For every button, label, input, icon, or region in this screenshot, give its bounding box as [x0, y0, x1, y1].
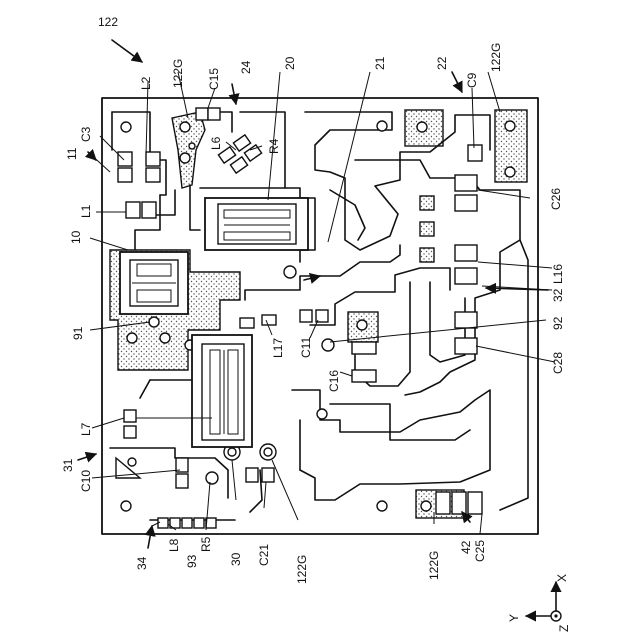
- label-l6: L6: [209, 136, 223, 150]
- axes-indicator: X Y Z: [507, 574, 571, 632]
- label-figure-ref: 122: [98, 15, 118, 29]
- label-91: 91: [71, 326, 85, 340]
- pad-small-1: [420, 196, 434, 210]
- label-122g-tr: 122G: [489, 43, 503, 72]
- label-20: 20: [283, 56, 297, 70]
- label-c3: C3: [79, 126, 93, 142]
- label-c11: C11: [299, 337, 313, 358]
- label-11: 11: [65, 147, 79, 160]
- label-c25: C25: [473, 540, 487, 562]
- label-l1: L1: [79, 204, 93, 218]
- label-21: 21: [373, 56, 387, 70]
- label-c28: C28: [551, 352, 565, 374]
- label-24: 24: [239, 60, 253, 74]
- label-l17: L17: [271, 338, 285, 358]
- label-c26: C26: [549, 188, 563, 210]
- label-30: 30: [229, 552, 243, 566]
- label-y-axis: Y: [507, 614, 521, 622]
- label-32: 32: [551, 288, 565, 302]
- pad-small-2: [420, 222, 434, 236]
- label-c9: C9: [465, 72, 479, 88]
- label-x-axis: X: [555, 574, 569, 582]
- ic-chip-20: [205, 198, 308, 250]
- label-22: 22: [435, 56, 449, 70]
- label-c21: C21: [257, 544, 271, 566]
- label-l2: L2: [139, 76, 153, 90]
- ic-chip-10: [120, 252, 188, 314]
- label-34: 34: [135, 556, 149, 570]
- label-122g-top: 122G: [171, 59, 185, 88]
- label-l16: L16: [551, 264, 565, 284]
- label-c15: C15: [207, 68, 221, 90]
- label-z-axis: Z: [557, 625, 571, 632]
- z-axis-dot: [554, 614, 557, 617]
- label-l7: L7: [79, 422, 93, 436]
- label-r5: R5: [199, 536, 213, 552]
- label-l8: L8: [167, 538, 181, 552]
- label-10: 10: [69, 230, 83, 244]
- label-42: 42: [459, 540, 473, 554]
- label-93: 93: [185, 554, 199, 568]
- label-r4: R4: [267, 138, 281, 154]
- label-31: 31: [61, 458, 75, 472]
- label-122g-br: 122G: [427, 551, 441, 580]
- label-92: 92: [551, 316, 565, 330]
- label-c16: C16: [327, 370, 341, 392]
- pad-small-3: [420, 248, 434, 262]
- label-122g-bottom: 122G: [295, 555, 309, 584]
- label-c10: C10: [79, 470, 93, 492]
- ic-chip-30: [192, 335, 252, 447]
